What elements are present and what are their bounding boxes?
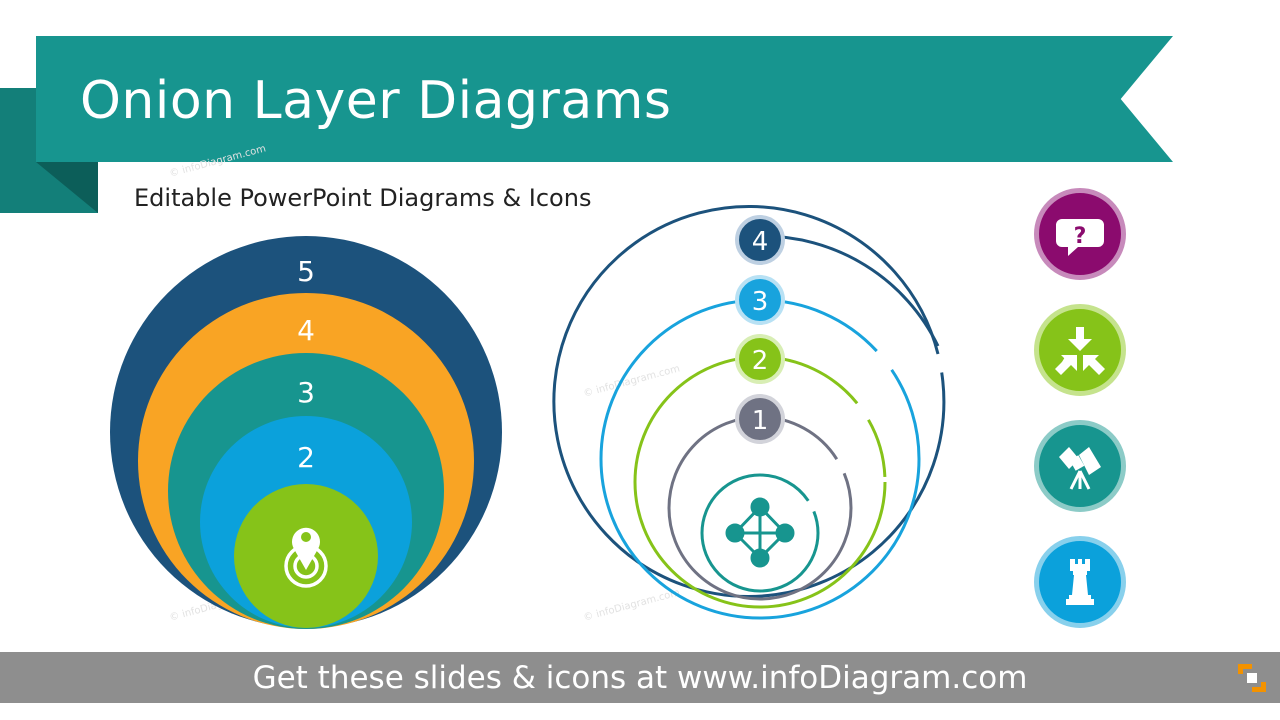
layer-5-label: 5 (297, 255, 315, 288)
ring-4-label: 4 (752, 227, 769, 257)
question-bubble-icon: ? (1056, 219, 1104, 256)
ring-2-badge (735, 334, 785, 384)
ring-3-badge (735, 275, 785, 325)
page-subtitle: Editable PowerPoint Diagrams & Icons (134, 184, 592, 212)
chess-rook-badge (1034, 536, 1126, 628)
ring-4-badge (735, 215, 785, 265)
ring-3-label: 3 (752, 287, 769, 317)
title-banner (36, 36, 1173, 162)
footer-bar: Get these slides & icons at www.infoDiag… (0, 652, 1280, 703)
infodiagram-logo-icon (1238, 664, 1266, 692)
ring-onion-diagram (552, 204, 946, 620)
layer-4-label: 4 (297, 314, 315, 347)
ring-4-arc (759, 234, 940, 347)
chess-rook-icon (1066, 559, 1094, 605)
layer-3-label: 3 (297, 376, 315, 409)
ring-4 (552, 204, 946, 598)
telescope-badge (1034, 420, 1126, 512)
svg-text:?: ? (1074, 224, 1087, 249)
ring-core (700, 473, 820, 593)
filled-onion-diagram: 5 4 3 2 (110, 236, 502, 629)
telescope-icon (1059, 447, 1101, 490)
network-icon (725, 497, 795, 568)
converge-arrows-badge (1034, 304, 1126, 396)
page-title: Onion Layer Diagrams (80, 71, 672, 131)
ring-2-label: 2 (752, 346, 769, 376)
layer-2-label: 2 (297, 441, 315, 474)
footer-link-text[interactable]: Get these slides & icons at www.infoDiag… (252, 660, 1028, 696)
location-target-icon (284, 527, 328, 588)
converge-arrows-icon (1055, 327, 1105, 375)
question-bubble-badge: ? (1034, 188, 1126, 280)
ring-1-label: 1 (752, 406, 769, 436)
ring-1-badge (735, 394, 785, 444)
